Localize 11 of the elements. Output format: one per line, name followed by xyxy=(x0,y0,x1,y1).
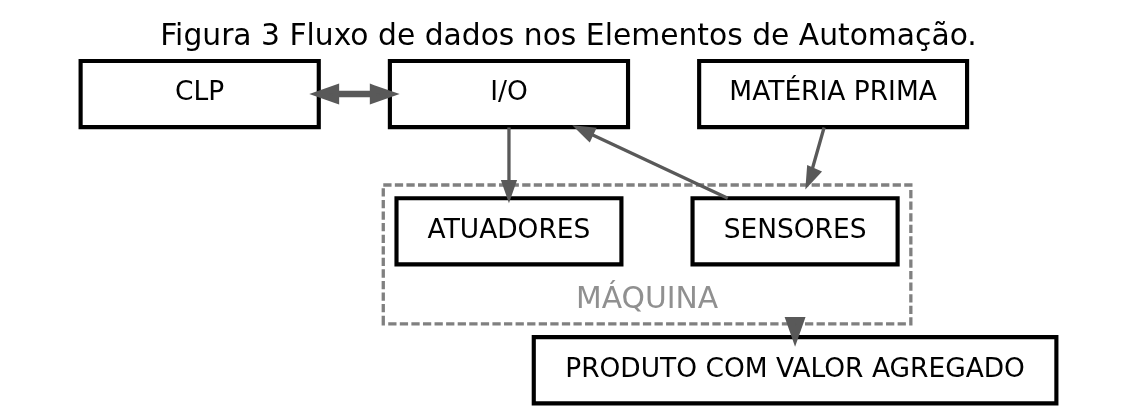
arrow xyxy=(784,317,806,347)
node-box: MATÉRIA PRIMA xyxy=(696,58,969,130)
arrow xyxy=(308,83,400,105)
node-box: SENSORES xyxy=(689,196,900,267)
node-box: I/O xyxy=(387,58,630,130)
arrow xyxy=(804,127,826,190)
node-box: PRODUTO COM VALOR AGREGADO xyxy=(531,335,1058,406)
node-box: CLP xyxy=(78,58,321,130)
diagram-title: Figura 3 Fluxo de dados nos Elementos de Automação. xyxy=(159,17,977,53)
node-box: ATUADORES xyxy=(393,196,623,267)
arrow xyxy=(500,127,517,204)
